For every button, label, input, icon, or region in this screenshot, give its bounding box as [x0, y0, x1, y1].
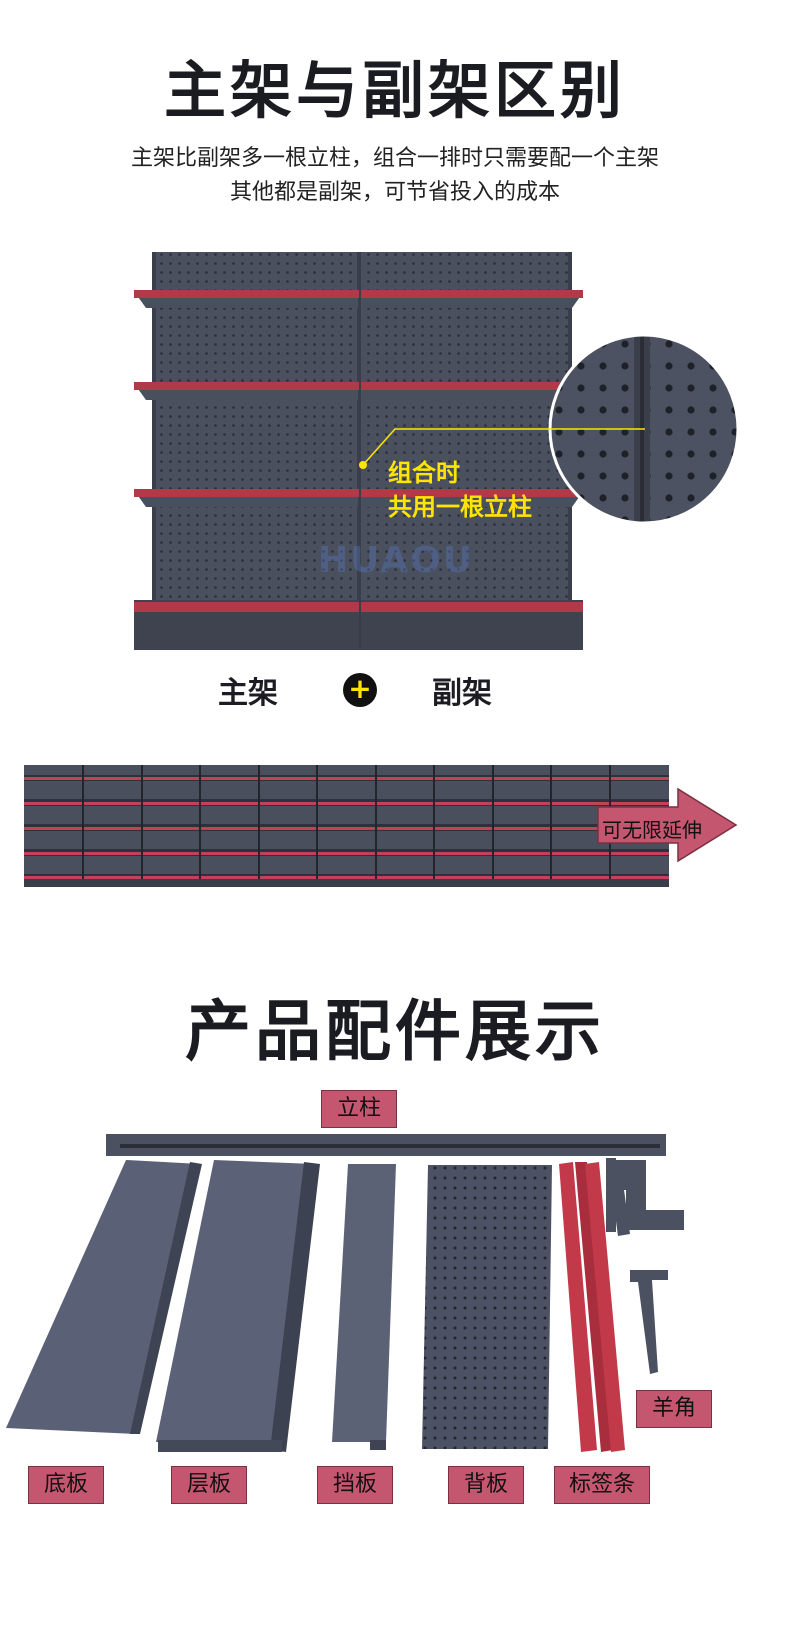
part-bracket-upper: [604, 1160, 644, 1238]
part-back-board: [420, 1163, 556, 1453]
arrow-text: 可无限延伸: [602, 818, 702, 842]
part-bottom-board: [4, 1158, 204, 1438]
tag-label-strip: 标签条: [554, 1466, 650, 1504]
section1-title: 主架与副架区别: [163, 54, 626, 127]
plus-icon: +: [343, 673, 377, 707]
part-baffle: [330, 1162, 400, 1452]
tag-layer-board: 层板: [171, 1466, 247, 1504]
tag-baffle: 挡板: [317, 1466, 393, 1504]
label-sub-frame: 副架: [432, 676, 492, 711]
part-layer-board: [154, 1158, 322, 1456]
part-label-strip: [555, 1160, 627, 1455]
watermark-logo: HUAOU: [318, 540, 474, 581]
section1-desc-line1: 主架比副架多一根立柱，组合一排时只需要配一个主架: [130, 146, 659, 171]
tag-back-board: 背板: [448, 1466, 524, 1504]
section1-desc-line2: 其他都是副架，可节省投入的成本: [229, 180, 560, 205]
extend-arrow-icon: [596, 787, 738, 863]
label-main-frame: 主架: [218, 676, 278, 711]
callout-line1: 组合时: [388, 459, 460, 487]
tag-bracket: 羊角: [636, 1390, 712, 1428]
combined-shelf-image: [130, 250, 590, 655]
section2-title: 产品配件展示: [185, 993, 605, 1070]
callout-line2: 共用一根立柱: [388, 493, 532, 521]
callout-pointer-line: [355, 425, 655, 475]
tag-column: 立柱: [321, 1090, 397, 1128]
tag-bottom-board: 底板: [28, 1466, 104, 1504]
extended-shelf-row: [24, 765, 669, 887]
part-column: [106, 1130, 686, 1240]
part-bracket: [628, 1268, 674, 1378]
